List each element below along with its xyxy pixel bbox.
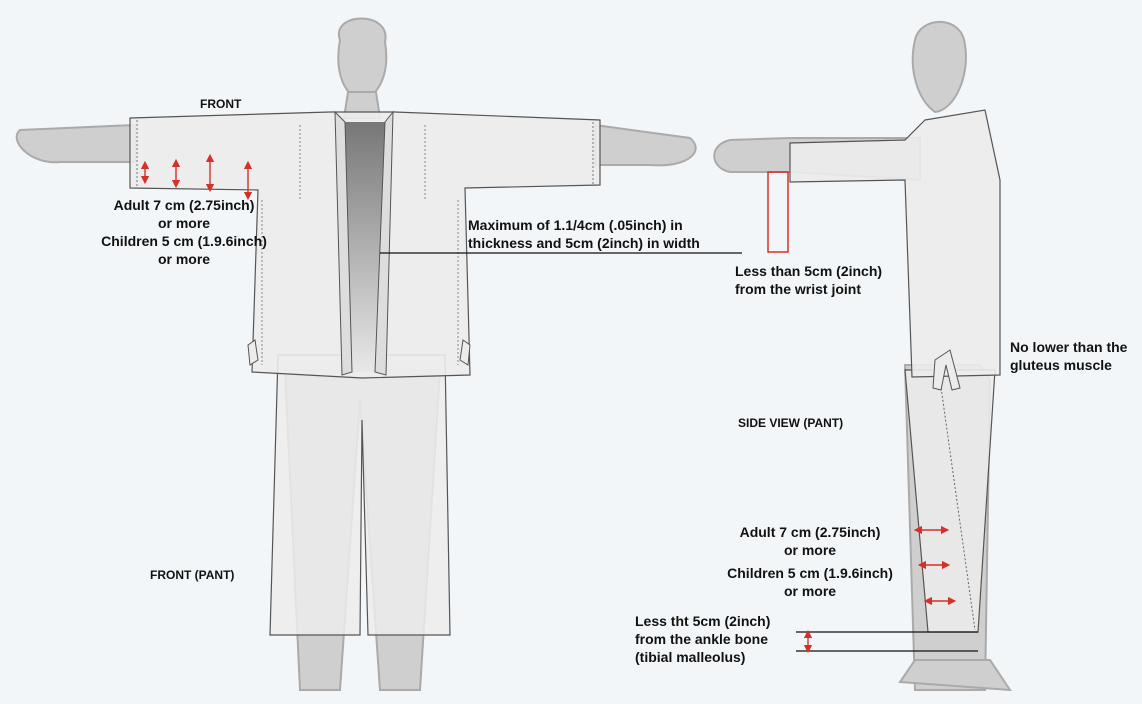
front-head: [338, 19, 386, 101]
sleeve-gap-note: Adult 7 cm (2.75inch) or more Children 5…: [84, 196, 284, 268]
side-view-pant-label: SIDE VIEW (PANT): [738, 414, 843, 432]
ankle-note-line1: Less tht 5cm (2inch): [635, 612, 770, 630]
wrist-note-line2: from the wrist joint: [735, 280, 882, 298]
front-label: FRONT: [200, 95, 241, 113]
front-left-arm: [17, 125, 135, 162]
gluteus-note: No lower than the gluteus muscle: [1010, 338, 1127, 374]
side-jacket: [790, 110, 1000, 377]
sleeve-gap-adult: Adult 7 cm (2.75inch): [84, 196, 284, 214]
wrist-note: Less than 5cm (2inch) from the wrist joi…: [735, 262, 882, 298]
wrist-gap-box: [768, 172, 788, 252]
lapel-note-line1: Maximum of 1.1/4cm (.05inch) in: [468, 216, 700, 234]
front-right-arm: [595, 125, 696, 165]
gluteus-note-line1: No lower than the: [1010, 338, 1127, 356]
pant-gap-children: Children 5 cm (1.9.6inch): [710, 564, 910, 582]
ankle-note-line2: from the ankle bone: [635, 630, 770, 648]
pant-gap-adult: Adult 7 cm (2.75inch): [710, 523, 910, 541]
sleeve-gap-children: Children 5 cm (1.9.6inch): [84, 232, 284, 250]
sleeve-gap-adult-more: or more: [84, 214, 284, 232]
pant-gap-note: Adult 7 cm (2.75inch) or more Children 5…: [710, 523, 910, 600]
ankle-note: Less tht 5cm (2inch) from the ankle bone…: [635, 612, 770, 666]
sleeve-gap-children-more: or more: [84, 250, 284, 268]
side-head: [913, 22, 966, 112]
front-pants: [270, 355, 450, 635]
lapel-note-line2: thickness and 5cm (2inch) in width: [468, 234, 700, 252]
front-pant-label: FRONT (PANT): [150, 566, 234, 584]
gluteus-note-line2: gluteus muscle: [1010, 356, 1127, 374]
pant-gap-adult-more: or more: [710, 541, 910, 559]
pant-gap-children-more: or more: [710, 582, 910, 600]
lapel-note: Maximum of 1.1/4cm (.05inch) in thicknes…: [468, 216, 700, 252]
ankle-note-line3: (tibial malleolus): [635, 648, 770, 666]
wrist-note-line1: Less than 5cm (2inch): [735, 262, 882, 280]
front-figure: [17, 19, 696, 691]
